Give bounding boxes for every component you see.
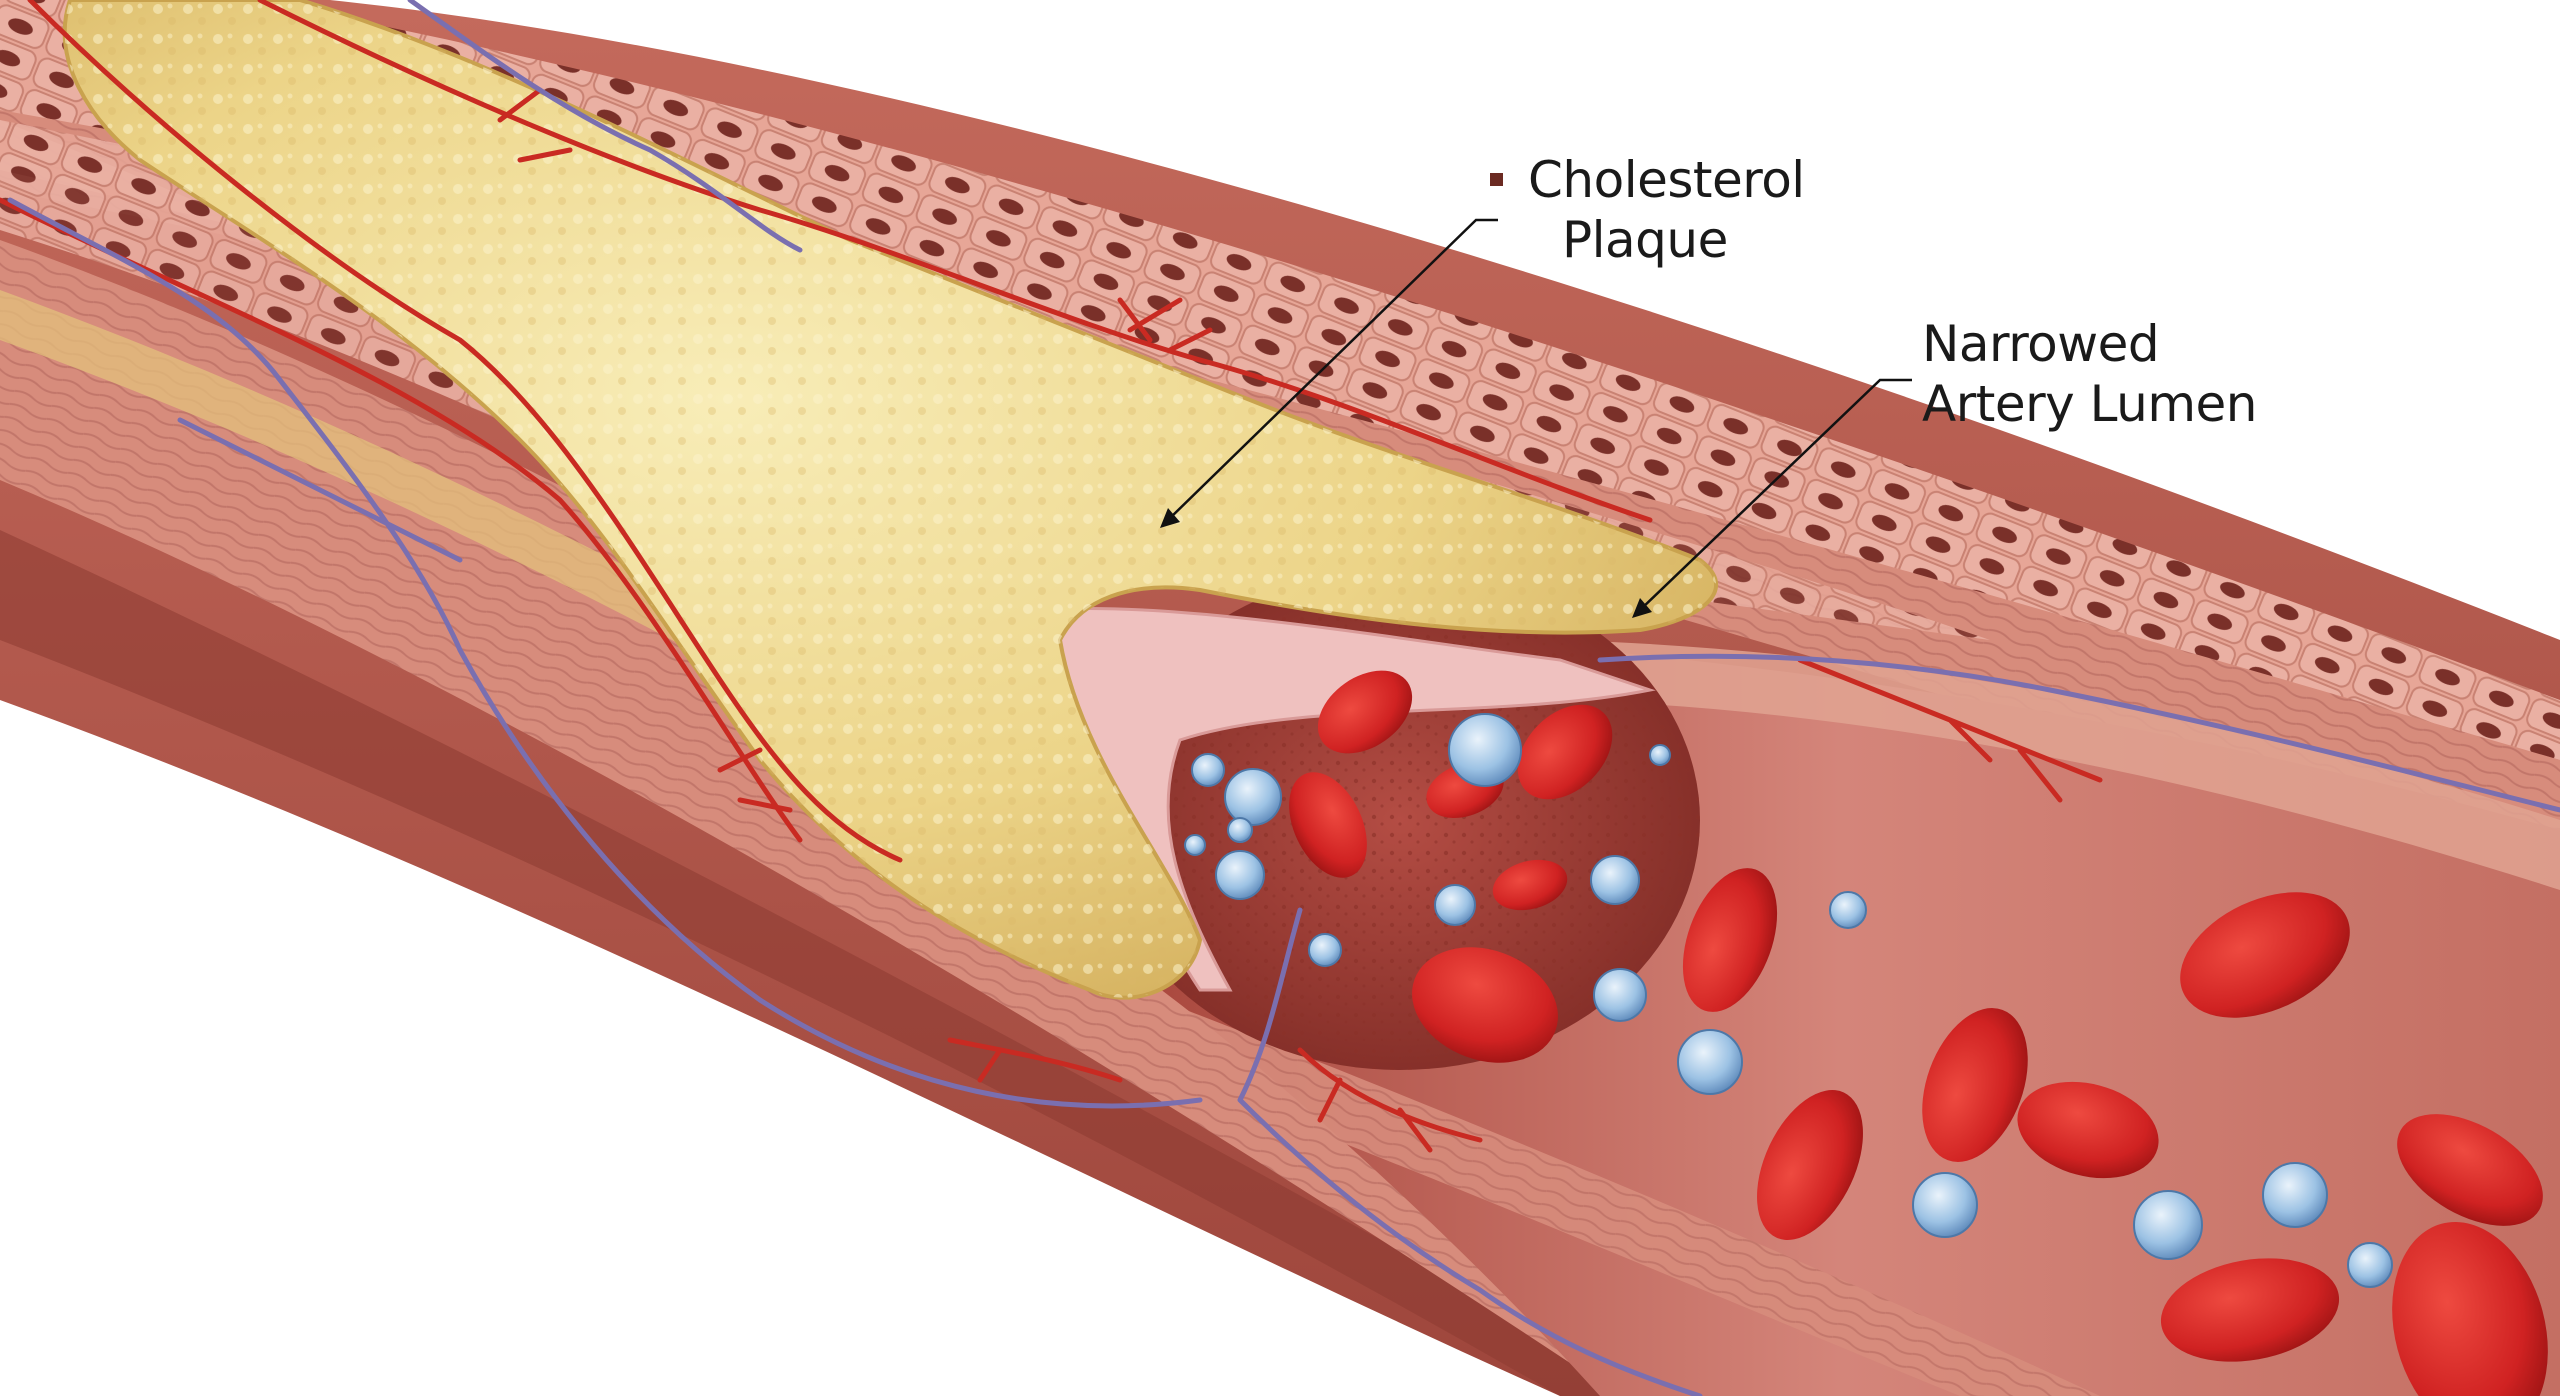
narrowed-lumen-label: Narrowed Artery Lumen: [1922, 314, 2258, 434]
label-bullet-marker: [1490, 173, 1503, 186]
lumen-arrowhead: [1632, 598, 1652, 618]
lumen-wall-band: [1560, 640, 2560, 890]
yellow-elastic-band: [0, 290, 1700, 1260]
leader-lines: [1167, 218, 1912, 611]
plaque-label-line1: Cholesterol: [1528, 151, 1805, 209]
lumen-label-line2: Artery Lumen: [1922, 375, 2258, 433]
cholesterol-plaque-texture: [64, 0, 1717, 998]
lower-wall-curve: [0, 530, 1660, 1396]
lumen-floor-fibers: [1100, 1000, 2100, 1396]
white-blood-cells: [1184, 713, 2393, 1288]
lumen-label-line1: Narrowed: [1922, 315, 2160, 373]
cholesterol-plaque-label: Cholesterol Plaque: [1528, 150, 1805, 270]
plaque-label-line2: Plaque: [1562, 211, 1728, 269]
leader-arrowheads: [1160, 508, 1652, 618]
capillaries: [0, 0, 2103, 1153]
lumen-leader-line: [1639, 378, 1912, 611]
plaque-leader-line: [1167, 218, 1498, 521]
plaque-arrowhead: [1160, 508, 1180, 528]
veins: [7, 0, 2560, 1396]
